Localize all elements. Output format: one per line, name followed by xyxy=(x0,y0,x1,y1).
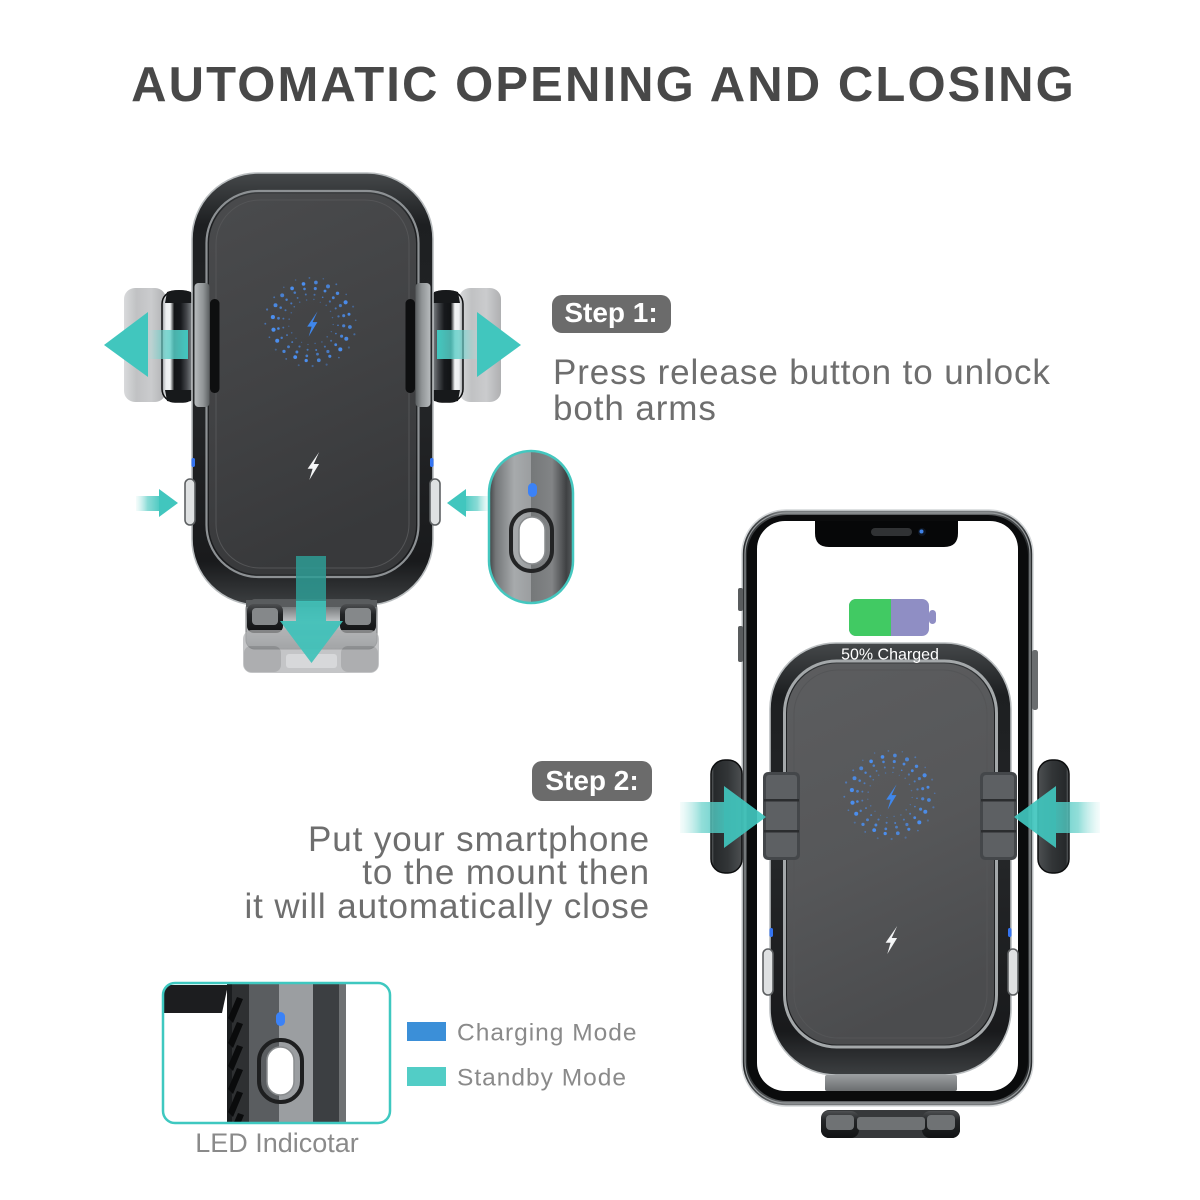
svg-text:AUTOMATIC OPENING AND CLOSING: AUTOMATIC OPENING AND CLOSING xyxy=(131,58,1076,112)
svg-text:LED Indicotar: LED Indicotar xyxy=(195,1128,359,1158)
svg-text:Press release button to unlock: Press release button to unlock xyxy=(553,353,1051,392)
svg-text:Charging Mode: Charging Mode xyxy=(457,1020,638,1047)
svg-text:Put your smartphone: Put your smartphone xyxy=(308,820,650,859)
svg-text:Step 1:: Step 1: xyxy=(564,297,657,328)
svg-text:to the mount then: to the mount then xyxy=(362,853,650,892)
svg-text:both arms: both arms xyxy=(553,389,717,428)
svg-text:Standby Mode: Standby Mode xyxy=(457,1065,627,1092)
svg-text:50% Charged: 50% Charged xyxy=(841,647,939,664)
svg-text:it will automatically close: it will automatically close xyxy=(244,887,650,926)
svg-text:Step 2:: Step 2: xyxy=(545,765,638,796)
